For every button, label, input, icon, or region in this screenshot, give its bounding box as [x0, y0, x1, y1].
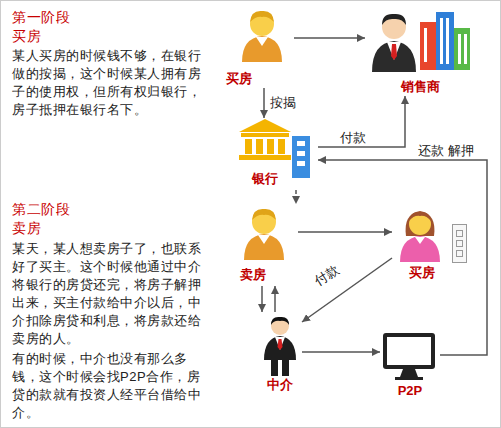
flow-arrow	[274, 286, 276, 312]
window	[458, 34, 461, 64]
figure-fringe	[409, 212, 431, 221]
figure-body	[244, 234, 284, 260]
description-text: 某天，某人想卖房子了，也联系好了买主。这个时候他通过中介将银行的房贷还完，将房子…	[12, 240, 204, 348]
icon-node: 买房	[224, 4, 294, 88]
node-label: 销售商	[401, 79, 440, 94]
figure-suit	[264, 336, 296, 360]
buyer-figure	[242, 11, 282, 62]
building	[292, 136, 310, 178]
house-icon	[453, 225, 467, 263]
monitor-icon	[383, 333, 435, 380]
figure-hair	[382, 14, 406, 25]
bank-building	[292, 136, 310, 178]
figure-hair	[250, 11, 274, 22]
figure-collar	[256, 37, 268, 46]
flow-arrow	[294, 37, 365, 39]
monitor-base	[395, 377, 423, 380]
window	[424, 28, 427, 62]
flow-arrow	[298, 231, 392, 233]
flow-arrow	[318, 160, 487, 355]
window	[297, 151, 305, 156]
flow-arrow	[263, 88, 265, 118]
section-heading: 买房	[12, 27, 202, 45]
node-label: 买房	[226, 71, 252, 86]
bank-beam	[241, 133, 289, 137]
description-text: 某人买房的时候钱不够，在银行做的按揭，这个时候某人拥有房子的使用权，但所有权归银…	[12, 47, 204, 119]
section-heading: 第一阶段	[12, 8, 202, 26]
node-label: 买房	[409, 265, 435, 280]
bank-base	[239, 155, 291, 160]
flow-arrow	[318, 96, 405, 147]
house-window	[457, 251, 463, 257]
flow-arrow	[295, 190, 297, 204]
flow-arrow	[261, 286, 263, 312]
figure-suit	[372, 41, 416, 72]
figure-collar	[258, 235, 270, 244]
building	[420, 22, 436, 70]
monitor-stand	[400, 369, 418, 377]
window	[446, 18, 449, 64]
node-label: 中介	[267, 377, 293, 392]
bank-roof	[239, 119, 291, 132]
house-outline	[453, 225, 467, 263]
node-label: P2P	[398, 383, 423, 398]
section-heading: 第二阶段	[12, 200, 202, 218]
house-window	[457, 241, 463, 247]
figure-head	[271, 317, 289, 335]
figure-hair	[271, 317, 289, 325]
icon-node: 银行	[240, 118, 318, 190]
building-windows	[424, 18, 467, 64]
description-text: 有的时候，中介也没有那么多钱，这个时候会找P2P合作，房贷的款就有投资人经平台借…	[12, 350, 204, 422]
buyer-woman-figure	[400, 211, 440, 262]
icon-node: 卖房	[236, 204, 298, 286]
bank-column	[245, 139, 252, 154]
figure-hair	[406, 211, 435, 236]
bank-column	[267, 139, 274, 154]
monitor-screen	[387, 337, 431, 365]
edge-label: 按揭	[270, 95, 296, 110]
flow-arrow	[302, 351, 380, 353]
figure-hair	[252, 209, 276, 220]
window	[297, 161, 305, 166]
monitor-frame	[383, 333, 435, 369]
bank-icon	[239, 119, 291, 160]
seller-figure	[244, 209, 284, 260]
edge-label: 还款 解押	[418, 143, 474, 158]
edge-label: 付款	[340, 130, 366, 145]
flow-arrow	[302, 258, 392, 322]
figure-collar	[415, 237, 425, 244]
figure-body	[242, 36, 282, 62]
node-label: 银行	[252, 171, 278, 186]
icon-node: 买房	[392, 204, 452, 284]
edge-label: 付款	[312, 262, 342, 288]
node-label: 卖房	[240, 267, 266, 282]
house-window	[457, 231, 463, 237]
window	[297, 141, 305, 146]
window	[464, 34, 467, 64]
figure-shirt	[387, 42, 401, 60]
figure-shirt	[275, 337, 285, 350]
bank-column	[278, 139, 285, 154]
developer-figure	[372, 14, 416, 72]
building	[436, 12, 454, 70]
figure-tie	[391, 44, 397, 60]
icon-node: 销售商	[365, 4, 475, 96]
bank-column	[256, 139, 263, 154]
figure-tie	[278, 339, 283, 350]
agent-figure	[264, 317, 296, 376]
figure-body	[400, 236, 440, 262]
window	[440, 18, 443, 64]
section-heading: 卖房	[12, 219, 202, 237]
developer-buildings	[420, 12, 470, 70]
building	[454, 28, 470, 70]
icon-node: P2P	[380, 330, 440, 400]
icon-node: 中介	[258, 312, 302, 394]
